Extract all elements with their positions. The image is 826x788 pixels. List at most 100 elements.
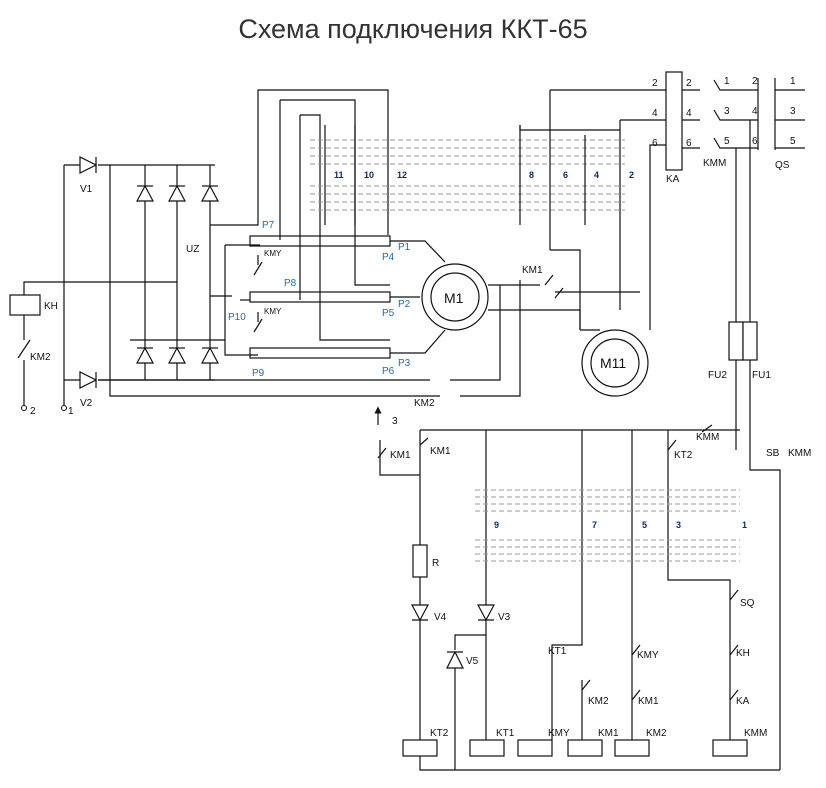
ka-in-4: 4 — [652, 108, 658, 119]
diode-v5-icon — [446, 650, 464, 669]
label-p5: P5 — [382, 308, 395, 319]
label-ka: KA — [666, 174, 680, 185]
label-kh-contact: KH — [736, 648, 750, 659]
label-km1-ctrl-b: KM1 — [430, 446, 451, 457]
label-fu1: FU1 — [752, 370, 771, 381]
label-sq: SQ — [740, 598, 755, 609]
coil-label-kmy: KMY — [548, 728, 570, 739]
label-kmm-power: KMM — [703, 158, 726, 169]
motor-m11 — [580, 144, 668, 397]
diode-v3-icon — [477, 604, 495, 622]
label-terminal-2: 2 — [30, 406, 36, 417]
label-p2: P2 — [398, 299, 411, 310]
resistor-r-icon — [412, 544, 428, 578]
relay-kh-icon — [9, 294, 41, 316]
label-ka-contact: KA — [736, 696, 750, 707]
label-p1: P1 — [398, 242, 411, 253]
label-km1-ctrl-a: KM1 — [390, 450, 411, 461]
coil-label-kt1: KT1 — [496, 728, 515, 739]
label-m1: M1 — [444, 290, 464, 306]
coil-label-kt2: KT2 — [430, 728, 449, 739]
fuse-fu2-icon — [728, 321, 744, 361]
label-km1-power: KM1 — [522, 265, 543, 276]
coil-label-km2: KM2 — [646, 728, 667, 739]
label-r: R — [432, 558, 439, 569]
ctrl-num-11: 11 — [334, 170, 344, 180]
coil-label-kmm: KMM — [744, 728, 767, 739]
resistor-strips — [224, 99, 446, 359]
control-circuit — [374, 406, 780, 771]
label-p10: P10 — [228, 312, 246, 323]
qs-in-6: 6 — [752, 136, 758, 147]
label-arrow-3: 3 — [392, 416, 398, 427]
label-p7: P7 — [262, 220, 275, 231]
label-p8: P8 — [284, 278, 297, 289]
label-km2-contact: KM2 — [588, 696, 609, 707]
label-km2-left: KM2 — [30, 352, 51, 363]
diode-v4-icon — [411, 604, 429, 622]
label-kh: KH — [44, 301, 58, 312]
ctrl-num-4: 4 — [594, 170, 599, 180]
label-qs: QS — [775, 160, 790, 171]
label-p9: P9 — [252, 368, 265, 379]
ctrl-num-8: 8 — [529, 170, 534, 180]
kmm-out-1: 1 — [724, 76, 730, 87]
kmm-out-3: 3 — [724, 106, 730, 117]
ka-in-6: 6 — [652, 138, 658, 149]
ka-out-2: 2 — [686, 78, 692, 89]
label-kt1-contact: KT1 — [548, 646, 567, 657]
ka-out-6: 6 — [686, 138, 692, 149]
terminal-numbers: 2 4 6 2 4 6 1 3 5 2 4 6 1 3 5 — [652, 76, 796, 149]
ka-in-2: 2 — [652, 78, 658, 89]
label-p3: P3 — [398, 358, 411, 369]
ctrl-num-2: 2 — [629, 170, 634, 180]
qs-out-5: 5 — [790, 136, 796, 147]
ka-kmm-qs-block — [665, 71, 805, 770]
label-kmy-1: KMY — [264, 249, 282, 258]
label-sb: SB — [766, 448, 780, 459]
label-kmm-ctrl: KMM — [696, 432, 719, 443]
diagram-title: Схема подключения ККТ-65 — [238, 14, 588, 44]
label-p4: P4 — [382, 252, 395, 263]
rectifier-uz — [9, 89, 521, 411]
label-v4: V4 — [434, 612, 447, 623]
ctrl-num-1: 1 — [742, 520, 747, 530]
label-km2-power: KM2 — [414, 398, 435, 409]
label-m11: M11 — [600, 355, 626, 371]
label-p6: P6 — [382, 366, 395, 377]
label-kmy-contact: KMY — [637, 650, 659, 661]
terminal-2-icon — [21, 405, 27, 411]
terminal-1-icon — [61, 405, 67, 411]
label-km1-contact: KM1 — [638, 696, 659, 707]
qs-out-1: 1 — [790, 76, 796, 87]
ctrl-num-12: 12 — [397, 170, 407, 180]
controller-drum-top — [310, 89, 668, 330]
ctrl-num-10: 10 — [364, 170, 374, 180]
ctrl-num-7: 7 — [592, 520, 597, 530]
label-v5: V5 — [466, 656, 479, 667]
ctrl-num-3: 3 — [676, 520, 681, 530]
motor-m1 — [421, 263, 640, 331]
label-uz: UZ — [186, 244, 199, 255]
label-v2: V2 — [80, 398, 93, 409]
ka-out-4: 4 — [686, 108, 692, 119]
label-v3: V3 — [498, 612, 511, 623]
diode-v2-icon — [79, 371, 98, 389]
label-v1: V1 — [80, 184, 93, 195]
label-kt2-ctrl: KT2 — [674, 450, 693, 461]
qs-in-2: 2 — [752, 76, 758, 87]
fuse-fu1-icon — [742, 321, 758, 361]
label-kmy-2: KMY — [264, 307, 282, 316]
kmm-out-5: 5 — [724, 136, 730, 147]
label-fu2: FU2 — [708, 370, 727, 381]
ctrl-num-9: 9 — [494, 520, 499, 530]
label-terminal-1: 1 — [68, 406, 74, 417]
controller-numbers: 11 10 12 8 6 4 2 9 7 5 3 1 — [334, 170, 747, 530]
qs-out-3: 3 — [790, 106, 796, 117]
qs-in-4: 4 — [752, 106, 758, 117]
coil-label-km1: KM1 — [598, 728, 619, 739]
ctrl-num-5: 5 — [642, 520, 647, 530]
label-kmm-ctrl-2: KMM — [788, 448, 811, 459]
ctrl-num-6: 6 — [563, 170, 568, 180]
